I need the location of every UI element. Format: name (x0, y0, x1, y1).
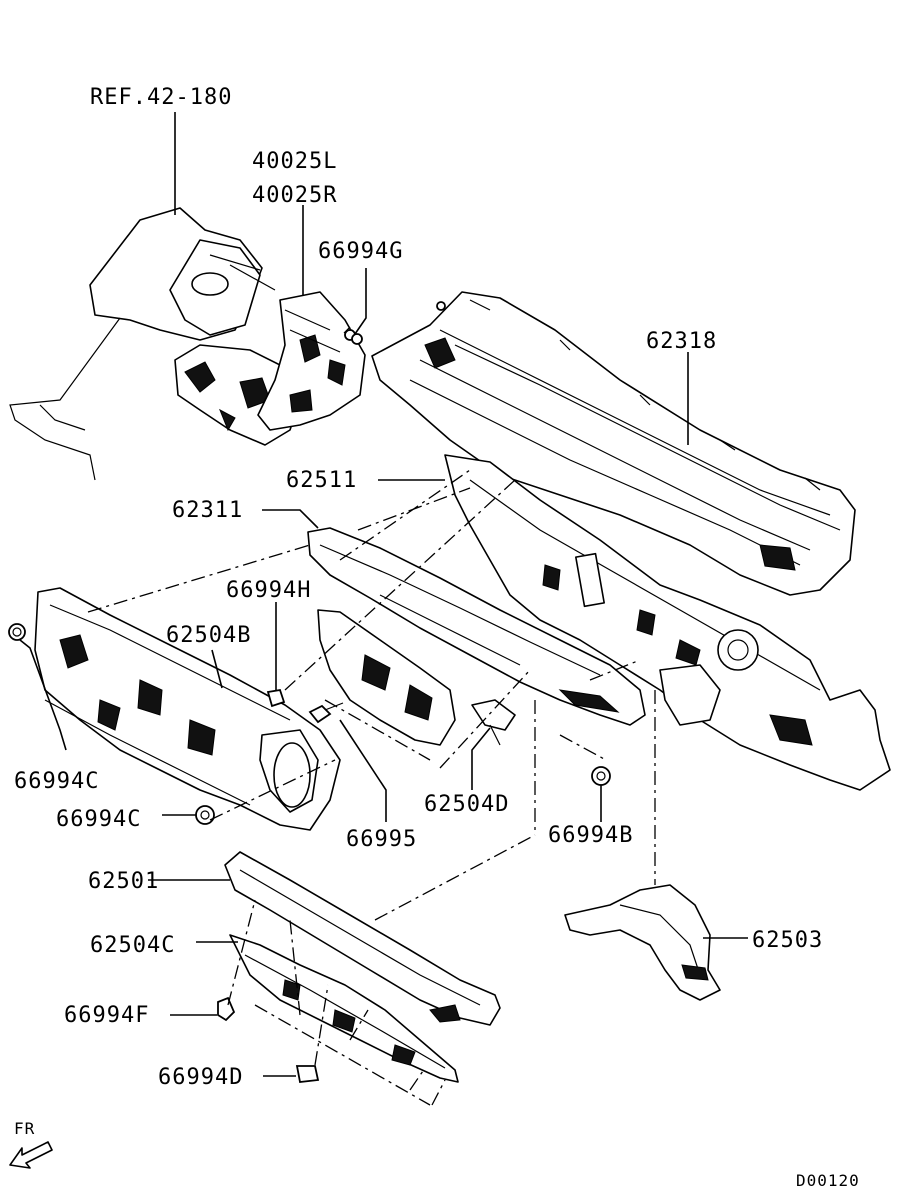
label-62501: 62501 (88, 869, 159, 894)
cowl-top-panel-62318[interactable] (371, 291, 856, 596)
side-bracket-62503[interactable] (564, 884, 721, 1001)
front-arrow-icon (9, 1141, 53, 1169)
clip-66994g[interactable] (343, 326, 363, 345)
clip-66994c-bottom[interactable] (195, 805, 215, 825)
body-shell-part[interactable] (9, 207, 301, 481)
label-40025l: 40025L (252, 149, 337, 174)
panel-62504c[interactable] (229, 934, 459, 1083)
bracket-62504d[interactable] (317, 609, 516, 746)
label-66994b: 66994B (548, 823, 633, 848)
clip-66994c-left[interactable] (8, 623, 26, 641)
label-66994c-b: 66994C (56, 807, 141, 832)
label-ref-42-180: REF.42-180 (90, 85, 232, 110)
label-62504d: 62504D (424, 792, 509, 817)
label-66994d: 66994D (158, 1065, 243, 1090)
reinforcement-62501[interactable] (224, 851, 501, 1026)
label-62311: 62311 (172, 498, 243, 523)
front-direction-marker: FR (9, 1119, 53, 1169)
front-marker-label: FR (14, 1119, 35, 1138)
label-66994f: 66994F (64, 1003, 149, 1028)
dash-panel-62511[interactable] (444, 454, 891, 791)
alignment-lines (87, 469, 656, 1106)
cowl-upper-62311[interactable] (307, 527, 646, 726)
label-66994h: 66994H (226, 578, 311, 603)
part-labels: REF.42-180 40025L 40025R 66994G 62318 62… (14, 85, 823, 1090)
label-66995: 66995 (346, 827, 417, 852)
drawing-code: D00120 (796, 1171, 860, 1187)
label-66994c-a: 66994C (14, 769, 99, 794)
clip-66994h[interactable] (266, 688, 286, 708)
clip-66994f[interactable] (217, 996, 236, 1022)
label-62504b: 62504B (166, 623, 251, 648)
label-40025r: 40025R (252, 183, 337, 208)
label-62511: 62511 (286, 468, 357, 493)
bolt-66995[interactable] (308, 702, 344, 724)
label-62504c: 62504C (90, 933, 175, 958)
clip-66994d[interactable] (295, 1065, 320, 1083)
bracket-40025-part[interactable] (257, 291, 366, 431)
dash-insulator-62504b[interactable] (34, 587, 341, 831)
leader-lines (19, 112, 748, 1077)
label-62503: 62503 (752, 928, 823, 953)
label-62318: 62318 (646, 329, 717, 354)
label-66994g: 66994G (318, 239, 403, 264)
clip-66994b[interactable] (591, 766, 611, 786)
